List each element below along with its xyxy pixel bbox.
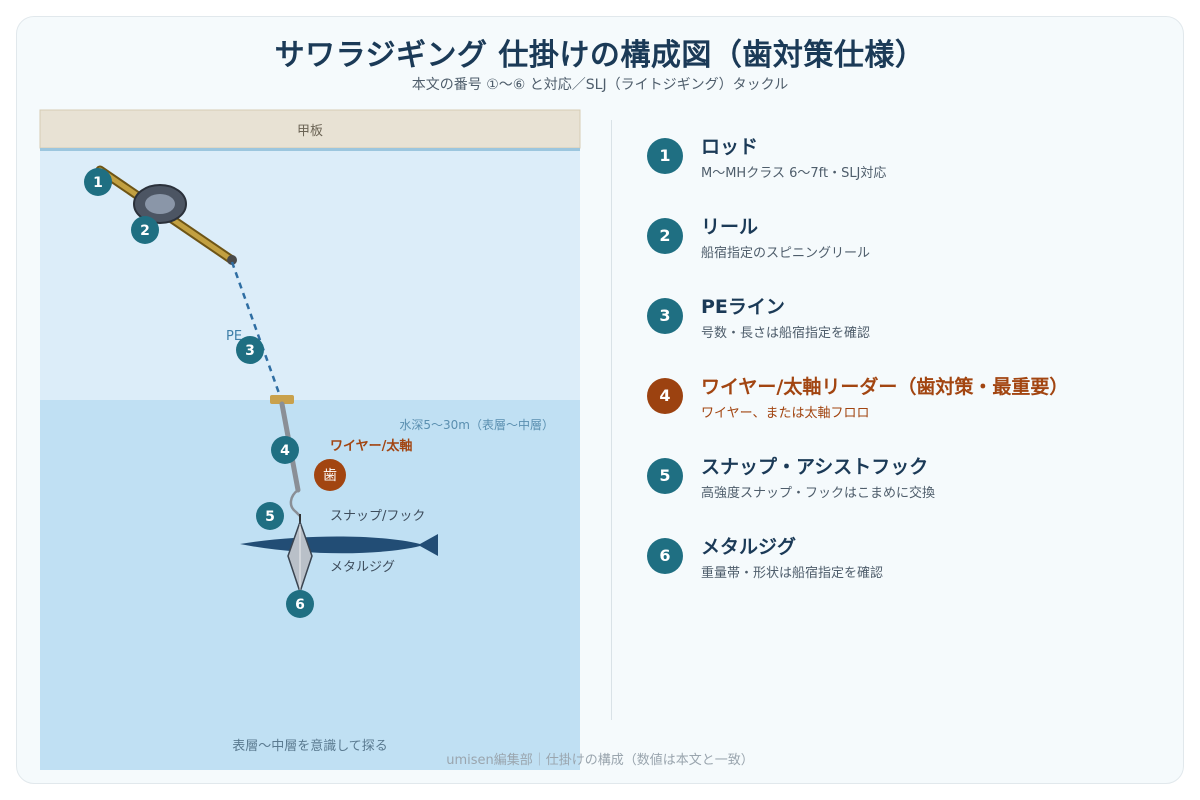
legend-badge: 4 <box>647 378 683 414</box>
rig-diagram: 甲板 水深5〜30m（表層〜中層） 表層〜中層を意識して探る PE ワイヤー/太… <box>39 109 581 770</box>
swivel <box>270 395 294 404</box>
waterline <box>40 148 580 151</box>
legend-item-snap-hook: 5 スナップ・アシストフック 高強度スナップ・フックはこまめに交換 <box>647 448 1167 508</box>
legend-badge: 5 <box>647 458 683 494</box>
teeth-badge-label: 歯 <box>323 468 337 484</box>
legend-title: ワイヤー/太軸リーダー（歯対策・最重要） <box>701 376 1069 398</box>
jig-label: メタルジグ <box>330 560 395 575</box>
marker-1: 1 <box>84 168 112 196</box>
deck-label: 甲板 <box>297 124 323 139</box>
column-divider <box>611 120 612 720</box>
marker-1-label: 1 <box>93 175 103 191</box>
legend-item-wire-leader: 4 ワイヤー/太軸リーダー（歯対策・最重要） ワイヤー、または太軸フロロ <box>647 368 1167 428</box>
marker-3-label: 3 <box>245 343 255 359</box>
marker-6: 6 <box>286 590 314 618</box>
legend-title: スナップ・アシストフック <box>701 456 929 478</box>
marker-4: 4 <box>271 436 299 464</box>
page-subtitle: 本文の番号 ①〜⑥ と対応／SLJ（ライトジギング）タックル <box>411 77 789 93</box>
legend-title: PEライン <box>701 296 785 318</box>
reel-spool <box>145 194 175 214</box>
legend-item-pe-line: 3 PEライン 号数・長さは船宿指定を確認 <box>647 288 1167 348</box>
legend-title: ロッド <box>701 136 759 158</box>
snap-label: スナップ/フック <box>330 509 425 524</box>
teeth-badge <box>314 459 346 491</box>
marker-2: 2 <box>131 216 159 244</box>
legend-title: メタルジグ <box>701 536 797 558</box>
legend-badge: 1 <box>647 138 683 174</box>
depth-label: 水深5〜30m（表層〜中層） <box>399 417 554 432</box>
legend-badge: 2 <box>647 218 683 254</box>
marker-2-label: 2 <box>140 223 150 239</box>
page-title: サワラジギング 仕掛けの構成図（歯対策仕様） <box>274 38 926 73</box>
marker-5-label: 5 <box>265 509 275 525</box>
legend-title: リール <box>701 216 759 238</box>
rod-tip <box>227 255 237 265</box>
snap-hook <box>289 489 301 517</box>
legend-badge: 6 <box>647 538 683 574</box>
legend-item-metal-jig: 6 メタルジグ 重量帯・形状は船宿指定を確認 <box>647 528 1167 588</box>
legend-item-reel: 2 リール 船宿指定のスピニングリール <box>647 208 1167 268</box>
legend-desc: 号数・長さは船宿指定を確認 <box>701 326 871 341</box>
marker-5: 5 <box>256 502 284 530</box>
bottom-note: 表層〜中層を意識して探る <box>232 738 388 754</box>
legend-badge: 3 <box>647 298 683 334</box>
legend-desc: 高強度スナップ・フックはこまめに交換 <box>701 486 936 501</box>
pe-label: PE <box>226 329 242 344</box>
legend-item-rod: 1 ロッド M〜MHクラス 6〜7ft・SLJ対応 <box>647 128 1167 188</box>
legend-desc: M〜MHクラス 6〜7ft・SLJ対応 <box>701 166 887 181</box>
marker-4-label: 4 <box>280 443 290 459</box>
legend-desc: ワイヤー、または太軸フロロ <box>701 406 870 421</box>
wire-label: ワイヤー/太軸 <box>330 438 412 454</box>
pe-line <box>230 261 282 397</box>
water-zone <box>40 400 580 770</box>
marker-6-label: 6 <box>295 597 305 613</box>
legend-desc: 重量帯・形状は船宿指定を確認 <box>701 566 884 581</box>
footer-credit: umisen編集部｜仕掛けの構成（数値は本文と一致） <box>446 753 754 768</box>
deck <box>39 109 581 149</box>
legend-desc: 船宿指定のスピニングリール <box>701 246 871 261</box>
marker-3: 3 <box>236 336 264 364</box>
